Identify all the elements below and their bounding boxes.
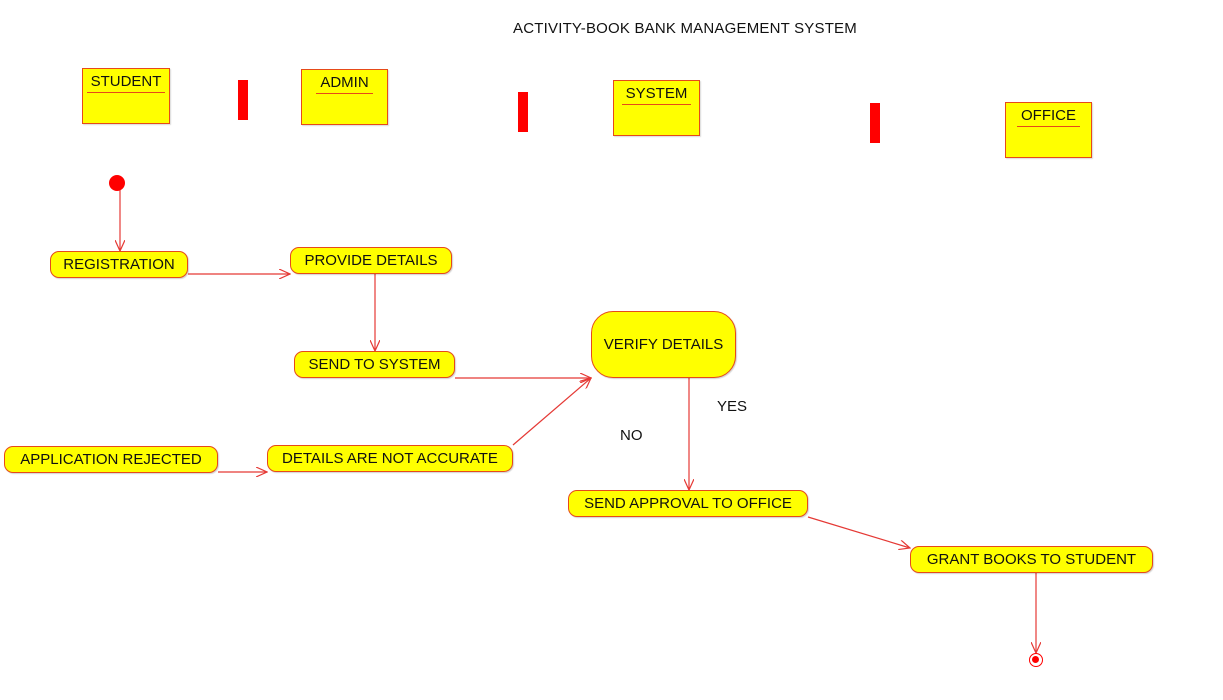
lane-separator [238,80,248,120]
activity-send-approval[interactable]: SEND APPROVAL TO OFFICE [568,490,808,517]
activity-send-to-system[interactable]: SEND TO SYSTEM [294,351,455,378]
lane-separator [518,92,528,132]
lane-office-label: OFFICE [1017,107,1080,127]
diagram-title: ACTIVITY-BOOK BANK MANAGEMENT SYSTEM [513,20,857,37]
lane-system[interactable]: SYSTEM [613,80,700,136]
lane-student-label: STUDENT [86,73,166,93]
lane-admin[interactable]: ADMIN [301,69,388,125]
lane-office[interactable]: OFFICE [1005,102,1092,158]
flow-approval-grant [807,516,910,548]
guard-no: NO [620,427,643,444]
initial-node[interactable] [109,175,125,191]
lane-admin-label: ADMIN [316,74,373,94]
activity-details-not-accurate[interactable]: DETAILS ARE NOT ACCURATE [267,445,513,472]
activity-registration[interactable]: REGISTRATION [50,251,188,278]
activity-grant-books[interactable]: GRANT BOOKS TO STUDENT [910,546,1153,573]
lane-student[interactable]: STUDENT [82,68,170,124]
flow-notaccurate-verify [512,378,591,446]
activity-application-rejected[interactable]: APPLICATION REJECTED [4,446,218,473]
lane-separator [870,103,880,143]
activity-verify-details[interactable]: VERIFY DETAILS [591,311,736,378]
final-node[interactable] [1029,653,1043,667]
activity-provide-details[interactable]: PROVIDE DETAILS [290,247,452,274]
guard-yes: YES [717,398,748,415]
lane-system-label: SYSTEM [621,85,692,105]
